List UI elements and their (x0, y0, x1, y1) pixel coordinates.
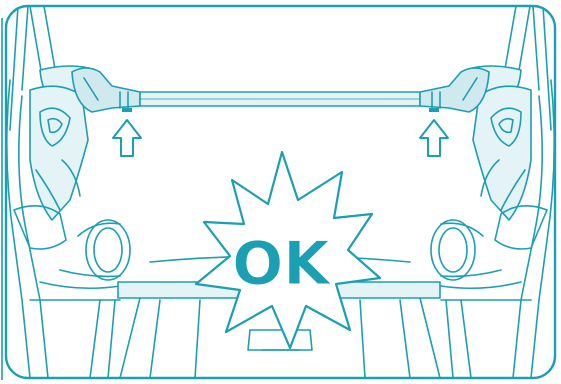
arrow-up-right-icon (420, 120, 448, 156)
right-frame (431, 6, 554, 378)
arrow-up-left-icon (113, 120, 141, 156)
ok-label: OK (232, 229, 332, 299)
bumper-bar (72, 68, 489, 112)
left-frame (7, 6, 130, 378)
